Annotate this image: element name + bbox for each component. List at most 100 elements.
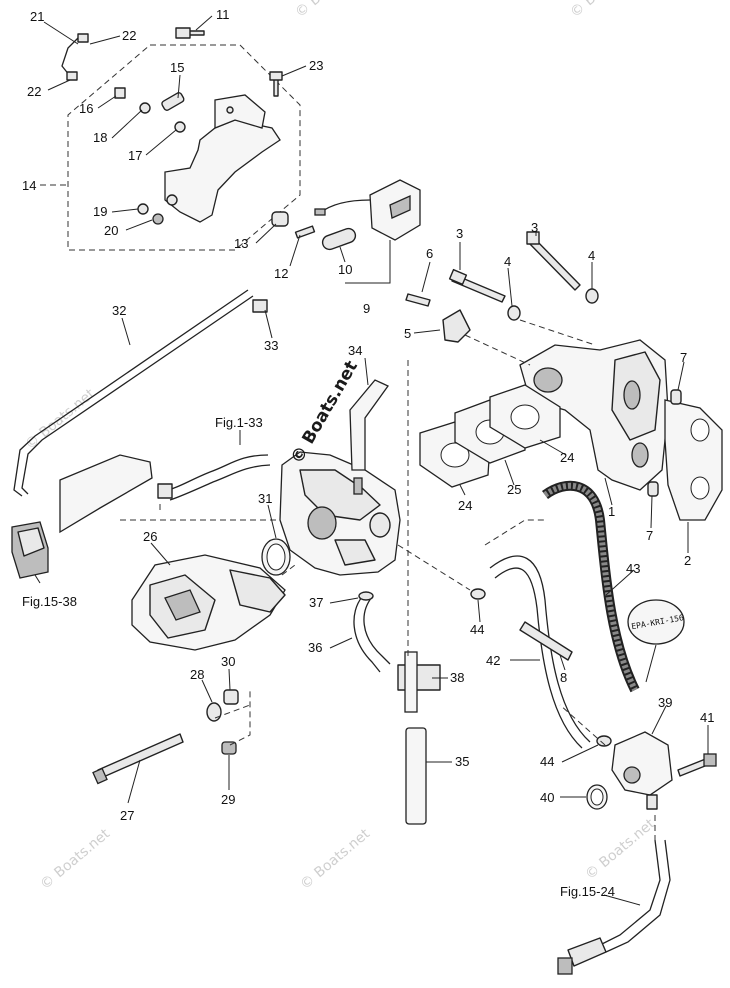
- callout-14: 14: [22, 178, 36, 193]
- leader-30: [228, 668, 231, 691]
- fuel-hose-36-a: [353, 596, 381, 673]
- callout-10: 10: [338, 262, 352, 277]
- fuel-pump-39: [611, 731, 673, 796]
- leader-lines: [34, 15, 709, 906]
- nut-20: [152, 213, 164, 225]
- link-clip-upper: [77, 33, 89, 43]
- dash-pump: [559, 704, 606, 746]
- leader-34: [364, 357, 369, 386]
- bracket-assembly: [61, 27, 421, 251]
- silencer-flange: [229, 569, 286, 613]
- link-rod: [61, 37, 79, 77]
- ref-fig-15-38: Fig.15-38: [22, 594, 77, 609]
- silencer-cavity: [164, 589, 201, 621]
- watermarks-faint: © Boats.net © Boats.net © Boats.net © Bo…: [22, 0, 658, 893]
- leader-39: [651, 705, 667, 735]
- callout-30: 30: [221, 654, 235, 669]
- hose-clamp: [157, 483, 173, 499]
- leader-5: [413, 329, 441, 334]
- bolt-6: [405, 293, 431, 307]
- clip-44-lower: [596, 735, 612, 747]
- callout-22-lower: 22: [27, 84, 41, 99]
- leader-22b: [47, 79, 71, 91]
- washer-4-left: [507, 305, 521, 321]
- callout-25: 25: [507, 482, 521, 497]
- callout-20: 20: [104, 223, 118, 238]
- bracket-hole: [166, 194, 178, 206]
- intake-manifold: [405, 231, 723, 521]
- collar-30: [223, 689, 239, 705]
- link-clip-lower: [66, 71, 78, 81]
- callout-34: 34: [348, 343, 362, 358]
- elbow-34: [349, 379, 389, 471]
- callout-7-upper: 7: [680, 350, 687, 365]
- pump-outlet: [646, 794, 658, 810]
- braided-hose-43-outer: [542, 480, 640, 693]
- gasket-24-front-hole: [440, 442, 470, 468]
- callout-42: 42: [486, 653, 500, 668]
- leader-fig-15-38: [34, 574, 41, 584]
- nut-29: [221, 741, 237, 755]
- sensor-spring: [389, 194, 411, 219]
- assembly-14-outline: [67, 44, 301, 251]
- leader-1: [604, 477, 613, 506]
- collar-13: [271, 211, 289, 227]
- bolt-16: [114, 87, 126, 99]
- bracket-upper-plate: [214, 94, 266, 129]
- t-joint-stem: [404, 651, 418, 713]
- callout-23: 23: [309, 58, 323, 73]
- callout-3-left: 3: [456, 226, 463, 241]
- lever-arm-fig-15-38: [59, 454, 153, 534]
- leader-33: [264, 309, 273, 339]
- bolt-41-head: [703, 753, 717, 767]
- callout-33: 33: [264, 338, 278, 353]
- leader-10: [339, 246, 346, 263]
- throttle-bracket: [164, 119, 281, 223]
- hose-fig-1-33-b: [169, 464, 271, 501]
- callout-29: 29: [221, 792, 235, 807]
- link-rod-32-line-b: [21, 295, 254, 495]
- gasket-2-hole-b: [690, 476, 710, 500]
- carburetor-bore: [307, 506, 337, 540]
- leader-12: [289, 234, 301, 267]
- washer-19: [137, 203, 149, 215]
- callout-5: 5: [404, 326, 411, 341]
- link-rod-assembly: [11, 289, 268, 579]
- callout-16: 16: [79, 101, 93, 116]
- pump-port: [623, 766, 641, 784]
- callout-6: 6: [426, 246, 433, 261]
- leader-44a: [477, 599, 481, 623]
- watermark-faint-2: © Boats.net: [567, 0, 643, 21]
- bolt-27-head: [92, 767, 108, 785]
- sensor-cable-end: [314, 208, 326, 216]
- dowel-pin-7-lower: [647, 481, 659, 497]
- callout-37: 37: [309, 595, 323, 610]
- damper-10: [321, 227, 357, 251]
- leader-21: [43, 21, 79, 45]
- pin-12: [294, 225, 316, 239]
- manifold-port: [533, 367, 563, 393]
- leader-7a: [677, 361, 685, 391]
- manifold-flange-port-b: [631, 442, 649, 468]
- leader-16: [97, 95, 117, 109]
- leader-37: [329, 597, 359, 604]
- dash-bolt-manifold: [519, 319, 596, 346]
- clamp-5: [442, 309, 471, 343]
- fuel-hose-42-a: [489, 555, 591, 743]
- callout-22-upper: 22: [122, 28, 136, 43]
- fuel-lines: [353, 591, 441, 825]
- callout-numbers: 21 22 22 11 23 15 16 18 17 14 19 20 13 1…: [22, 7, 714, 823]
- choke-post: [353, 477, 363, 495]
- manifold-gasket-2: [664, 399, 723, 521]
- callout-15: 15: [170, 60, 184, 75]
- bracket-hole-top: [226, 106, 234, 114]
- leader-11: [195, 15, 213, 31]
- callout-28: 28: [190, 667, 204, 682]
- callout-24-lower: 24: [458, 498, 472, 513]
- screw-11: [175, 27, 205, 39]
- callout-32: 32: [112, 303, 126, 318]
- braided-hose-43: [543, 482, 638, 692]
- dash-silencer-bolts: [214, 690, 251, 746]
